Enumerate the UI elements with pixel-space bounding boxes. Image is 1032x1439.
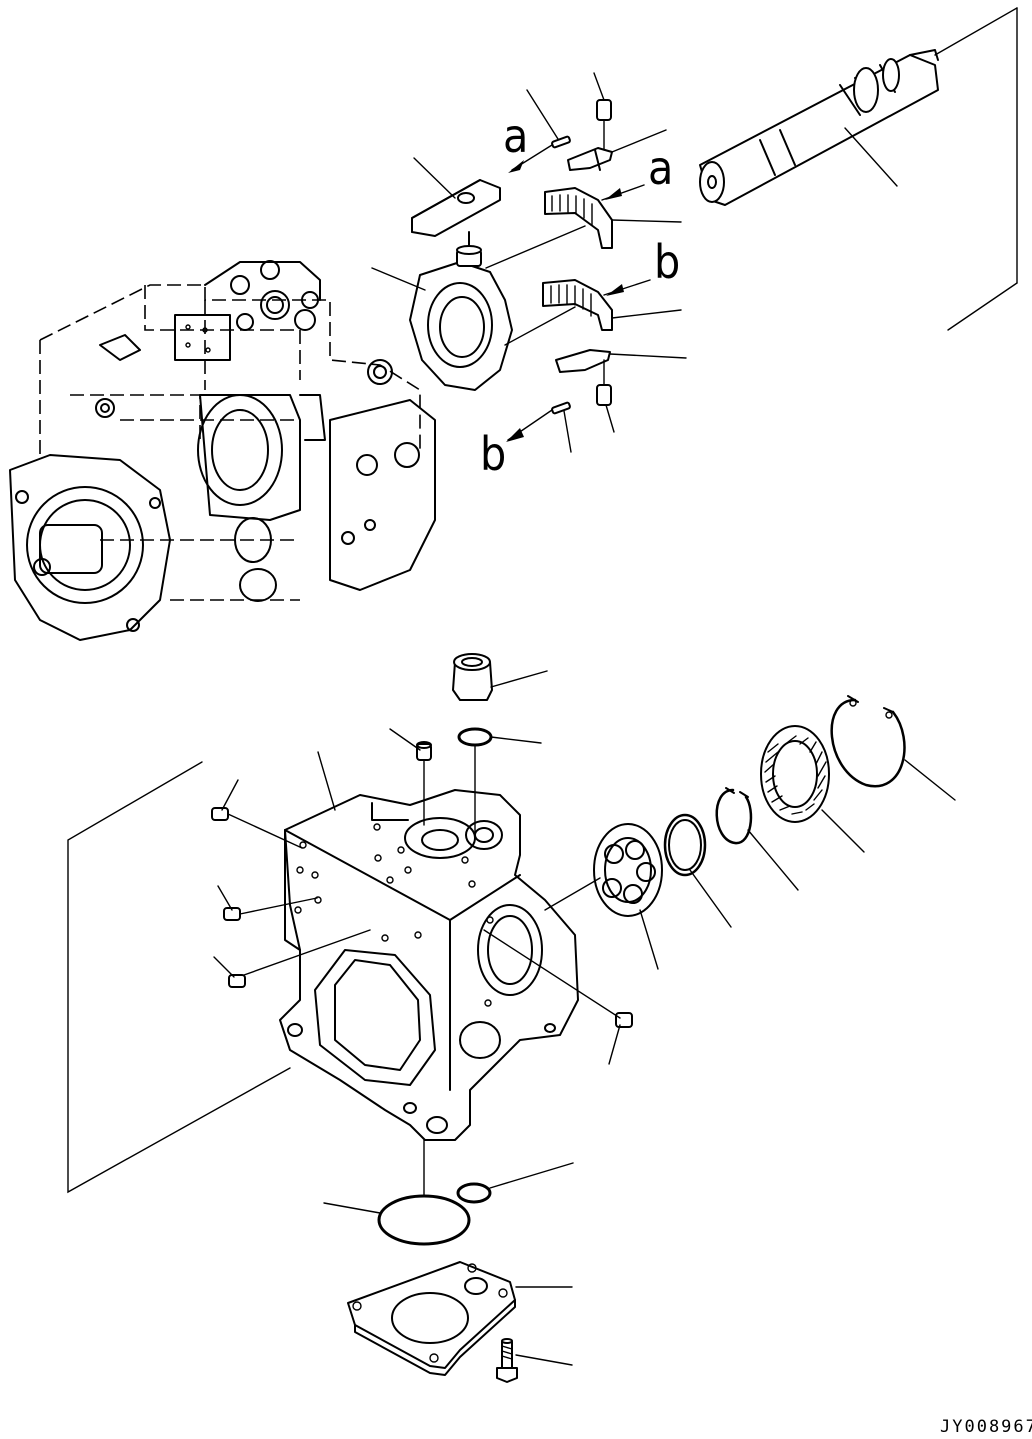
oil-seal-hatching: [764, 735, 827, 815]
upper-bearing-rollers: [551, 194, 593, 226]
drawing-number: JY008967: [940, 1417, 1032, 1437]
ref-mark-b-lower-left: b: [480, 427, 506, 481]
pump-assembly-illustration: [9, 260, 436, 641]
lower-seals-and-cover: [347, 1182, 518, 1383]
reference-arrows: [506, 144, 651, 442]
ref-mark-b-right: b: [654, 235, 680, 289]
swash-plate-group: [409, 99, 613, 415]
lower-leader-lines: [213, 670, 956, 1366]
lower-bearing-rollers: [550, 284, 592, 317]
pump-case-housing: [67, 761, 579, 1194]
drive-shaft: [699, 49, 939, 206]
housing-plugs: [211, 653, 633, 1028]
ref-mark-a-upper-right: a: [648, 141, 673, 195]
bearing-and-seal-stack: [593, 695, 906, 917]
ref-mark-a-upper-left: a: [503, 109, 528, 163]
upper-leader-lines: [371, 7, 1018, 453]
